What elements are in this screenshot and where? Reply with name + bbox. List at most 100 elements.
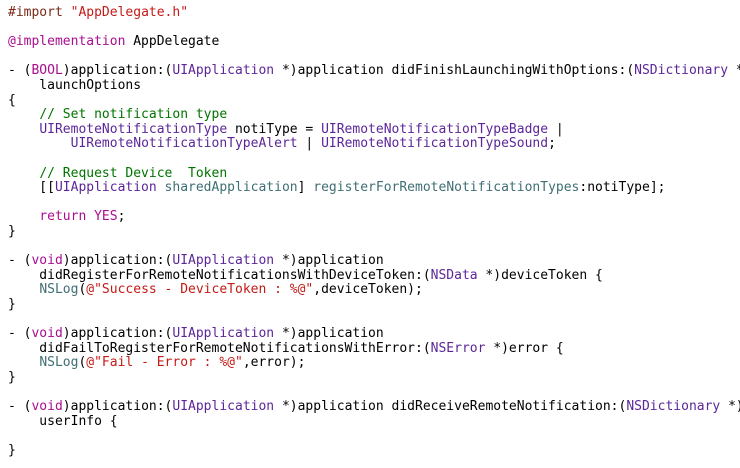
code-token-type: NSData [430, 267, 478, 283]
code-token-plain: } [8, 297, 16, 312]
code-token-type: UIApplication [172, 63, 275, 79]
code-token-plain: | [297, 136, 322, 152]
code-token-plain: ( [78, 355, 87, 371]
code-token-plain: *)application didReceiveRemoteNotificati… [274, 399, 627, 415]
code-token-plain: } [8, 443, 16, 458]
code-line: NSLog(@"Success - DeviceToken : %@",devi… [8, 282, 423, 298]
code-token-plain [8, 355, 39, 370]
code-token-plain: } [8, 370, 16, 385]
code-token-plain: ] [297, 180, 314, 196]
code-token-type: NSDictionary [634, 63, 729, 79]
code-token-plain: *) [728, 399, 740, 415]
code-line: NSLog(@"Fail - Error : %@",error); [8, 355, 305, 371]
code-token-type: UIApplication [54, 180, 157, 196]
code-token-plain: | [548, 121, 564, 137]
code-token-plain: *)error { [485, 340, 564, 356]
code-line: - (void)application:(UIApplication *)app… [8, 253, 384, 269]
code-line: return YES; [8, 209, 125, 225]
code-token-plain: userInfo { [8, 413, 118, 429]
code-token-plain: ,error); [242, 355, 306, 371]
code-token-plain: - ( [8, 63, 32, 79]
code-token-plain: { [8, 92, 16, 108]
code-token-type: UIRemoteNotificationType [39, 121, 228, 137]
code-token-plain: *)deviceToken { [477, 267, 603, 283]
code-token-plain [86, 209, 94, 224]
code-token-plain: )application:( [62, 326, 173, 342]
code-token-plain: launchOptions [8, 78, 142, 93]
code-line: userInfo { [8, 413, 118, 430]
code-token-type: UIRemoteNotificationTypeBadge [321, 121, 549, 137]
code-line: UIRemoteNotificationType notiType = UIRe… [8, 121, 564, 138]
code-line: // Request Device Token [8, 166, 227, 182]
code-token-keyword: void [31, 326, 63, 342]
code-token-plain: didFailToRegisterForRemoteNotificationsW… [8, 340, 431, 356]
code-line: didRegisterForRemoteNotificationsWithDev… [8, 268, 603, 284]
code-line: } [8, 370, 16, 386]
code-line: [[UIApplication sharedApplication] regis… [8, 180, 665, 196]
code-token-plain: *)application [274, 326, 384, 342]
code-token-keyword: return [39, 209, 87, 225]
code-token-method: NSLog [39, 282, 79, 298]
code-token-plain: :notiType]; [579, 180, 666, 196]
code-token-string: @"Fail - Error : %@" [86, 355, 243, 371]
code-token-plain: - ( [8, 399, 32, 415]
code-token-preprocessor: #import [8, 5, 71, 20]
code-line: - (void)application:(UIApplication *)app… [8, 326, 384, 342]
code-line: // Set notification type [8, 107, 227, 123]
code-token-plain [8, 122, 39, 137]
code-token-method: registerForRemoteNotificationTypes [313, 180, 580, 196]
code-token-type: NSError [430, 340, 486, 356]
code-token-keyword: void [31, 399, 63, 415]
code-token-plain: ,deviceToken); [313, 282, 423, 298]
code-token-type: UIRemoteNotificationTypeAlert [70, 136, 298, 152]
code-token-string: "AppDelegate.h" [70, 5, 189, 20]
code-token-plain [157, 180, 165, 195]
code-line: @implementation AppDelegate [8, 34, 219, 50]
code-token-type: UIApplication [172, 326, 275, 342]
code-token-plain: - ( [8, 326, 32, 342]
code-token-plain: *)application [274, 253, 384, 269]
code-line: - (BOOL)application:(UIApplication *)app… [8, 63, 740, 79]
code-line: } [8, 443, 16, 459]
code-token-method: sharedApplication [164, 180, 298, 196]
code-line: UIRemoteNotificationTypeAlert | UIRemote… [8, 136, 556, 152]
code-token-plain: *)application didFinishLaunchingWithOpti… [274, 63, 635, 79]
code-token-keyword: void [31, 253, 63, 269]
code-token-plain: didRegisterForRemoteNotificationsWithDev… [8, 267, 431, 283]
code-token-comment: // Set notification type [39, 107, 228, 123]
code-token-plain: AppDelegate [125, 34, 220, 50]
code-token-plain [8, 282, 39, 297]
code-token-plain: - ( [8, 253, 32, 269]
code-token-plain [8, 209, 39, 224]
code-token-plain: *) [728, 63, 740, 78]
code-line: - (void)application:(UIApplication *)app… [8, 399, 740, 415]
code-token-plain [8, 136, 71, 151]
code-line: didFailToRegisterForRemoteNotificationsW… [8, 340, 564, 357]
code-token-plain: ; [117, 209, 126, 225]
code-token-comment: // Request Device Token [39, 165, 228, 181]
code-line: { [8, 93, 16, 109]
code-token-keyword: BOOL [31, 63, 63, 79]
code-token-keyword: YES [94, 209, 118, 225]
code-line: #import "AppDelegate.h" [8, 5, 188, 21]
code-line: launchOptions [8, 78, 141, 94]
code-token-plain: )application:( [62, 399, 173, 415]
code-token-type: UIRemoteNotificationTypeSound [321, 136, 549, 152]
code-token-type: UIApplication [172, 399, 275, 415]
code-token-string: @"Success - DeviceToken : %@" [86, 282, 314, 298]
code-line: } [8, 224, 16, 240]
code-token-keyword: @implementation [8, 34, 126, 50]
code-token-plain: )application:( [62, 63, 173, 79]
code-token-plain: [[ [8, 180, 55, 196]
code-token-plain [8, 107, 39, 122]
code-token-plain [8, 166, 39, 181]
code-token-plain: } [8, 224, 16, 239]
code-token-plain: notiType = [227, 121, 322, 137]
code-token-plain: ( [78, 282, 87, 298]
code-token-plain: )application:( [62, 253, 173, 269]
code-line: } [8, 297, 16, 313]
code-token-type: NSDictionary [626, 399, 721, 415]
code-token-type: UIApplication [172, 253, 275, 269]
code-token-plain: ; [548, 136, 556, 152]
